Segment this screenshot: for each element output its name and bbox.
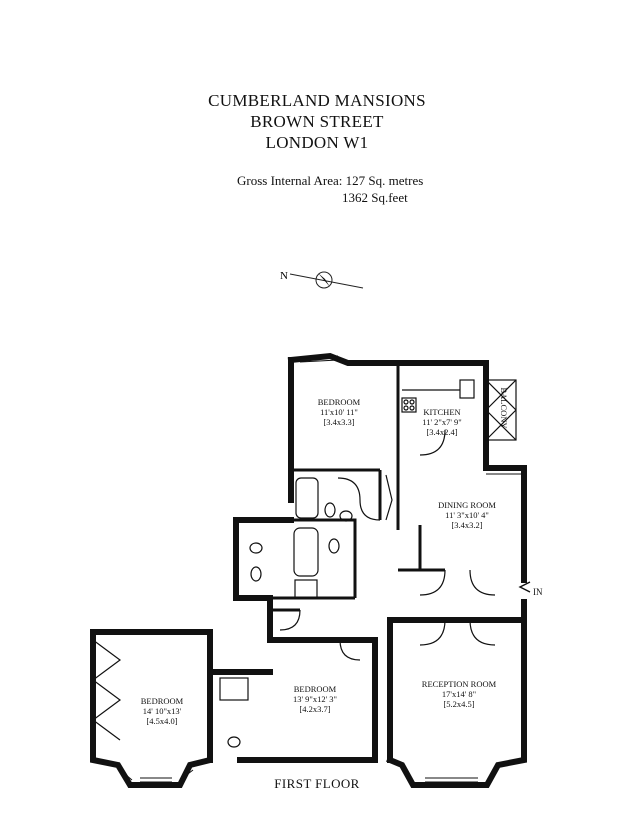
floor-label: FIRST FLOOR: [274, 776, 360, 791]
room-dining: DINING ROOM 11' 3"x10' 4" [3.4x3.2]: [427, 500, 507, 530]
room-size-metric: [3.4x3.3]: [323, 417, 355, 427]
balcony-label: BALCONY: [499, 387, 509, 429]
room-size-imperial: 17'x14' 8": [441, 689, 477, 699]
room-bedroom-left: BEDROOM 14' 10"x13' [4.5x4.0]: [127, 696, 197, 726]
outer-walls: [90, 352, 527, 788]
compass-letter: N: [280, 270, 288, 282]
room-name: BEDROOM: [293, 684, 337, 694]
room-size-metric: [3.4x3.2]: [451, 520, 483, 530]
street-name: BROWN STREET: [250, 112, 384, 131]
gross-area-imperial: 1362 Sq.feet: [342, 190, 408, 205]
entrance-label: IN: [533, 587, 543, 597]
room-size-imperial: 13' 9"x12' 3": [292, 694, 337, 704]
room-bedroom-mid: BEDROOM 13' 9"x12' 3" [4.2x3.7]: [280, 684, 350, 714]
room-name: BEDROOM: [317, 397, 361, 407]
gross-area-metric: Gross Internal Area: 127 Sq. metres: [237, 173, 424, 188]
room-name: KITCHEN: [423, 407, 461, 417]
room-name: BEDROOM: [140, 696, 184, 706]
room-size-metric: [4.2x3.7]: [299, 704, 331, 714]
room-reception: RECEPTION ROOM 17'x14' 8" [5.2x4.5]: [414, 679, 504, 709]
room-size-imperial: 11'x10' 11": [320, 407, 358, 417]
city-name: LONDON W1: [265, 133, 369, 152]
address-block: CUMBERLAND MANSIONS BROWN STREET LONDON …: [0, 90, 634, 153]
room-bedroom-top: BEDROOM 11'x10' 11" [3.4x3.3]: [304, 397, 374, 427]
room-name: RECEPTION ROOM: [421, 679, 497, 689]
north-arrow-icon: N: [280, 270, 364, 289]
building-name: CUMBERLAND MANSIONS: [208, 91, 426, 110]
room-size-metric: [3.4x2.4]: [426, 427, 458, 437]
room-name: DINING ROOM: [438, 500, 496, 510]
room-size-imperial: 11' 2"x7' 9": [422, 417, 462, 427]
room-size-imperial: 11' 3"x10' 4": [445, 510, 489, 520]
gross-area: Gross Internal Area: 127 Sq. metres 1362…: [237, 172, 423, 206]
room-size-imperial: 14' 10"x13': [142, 706, 182, 716]
room-kitchen: KITCHEN 11' 2"x7' 9" [3.4x2.4]: [412, 407, 472, 437]
room-size-metric: [4.5x4.0]: [146, 716, 178, 726]
room-size-metric: [5.2x4.5]: [443, 699, 475, 709]
